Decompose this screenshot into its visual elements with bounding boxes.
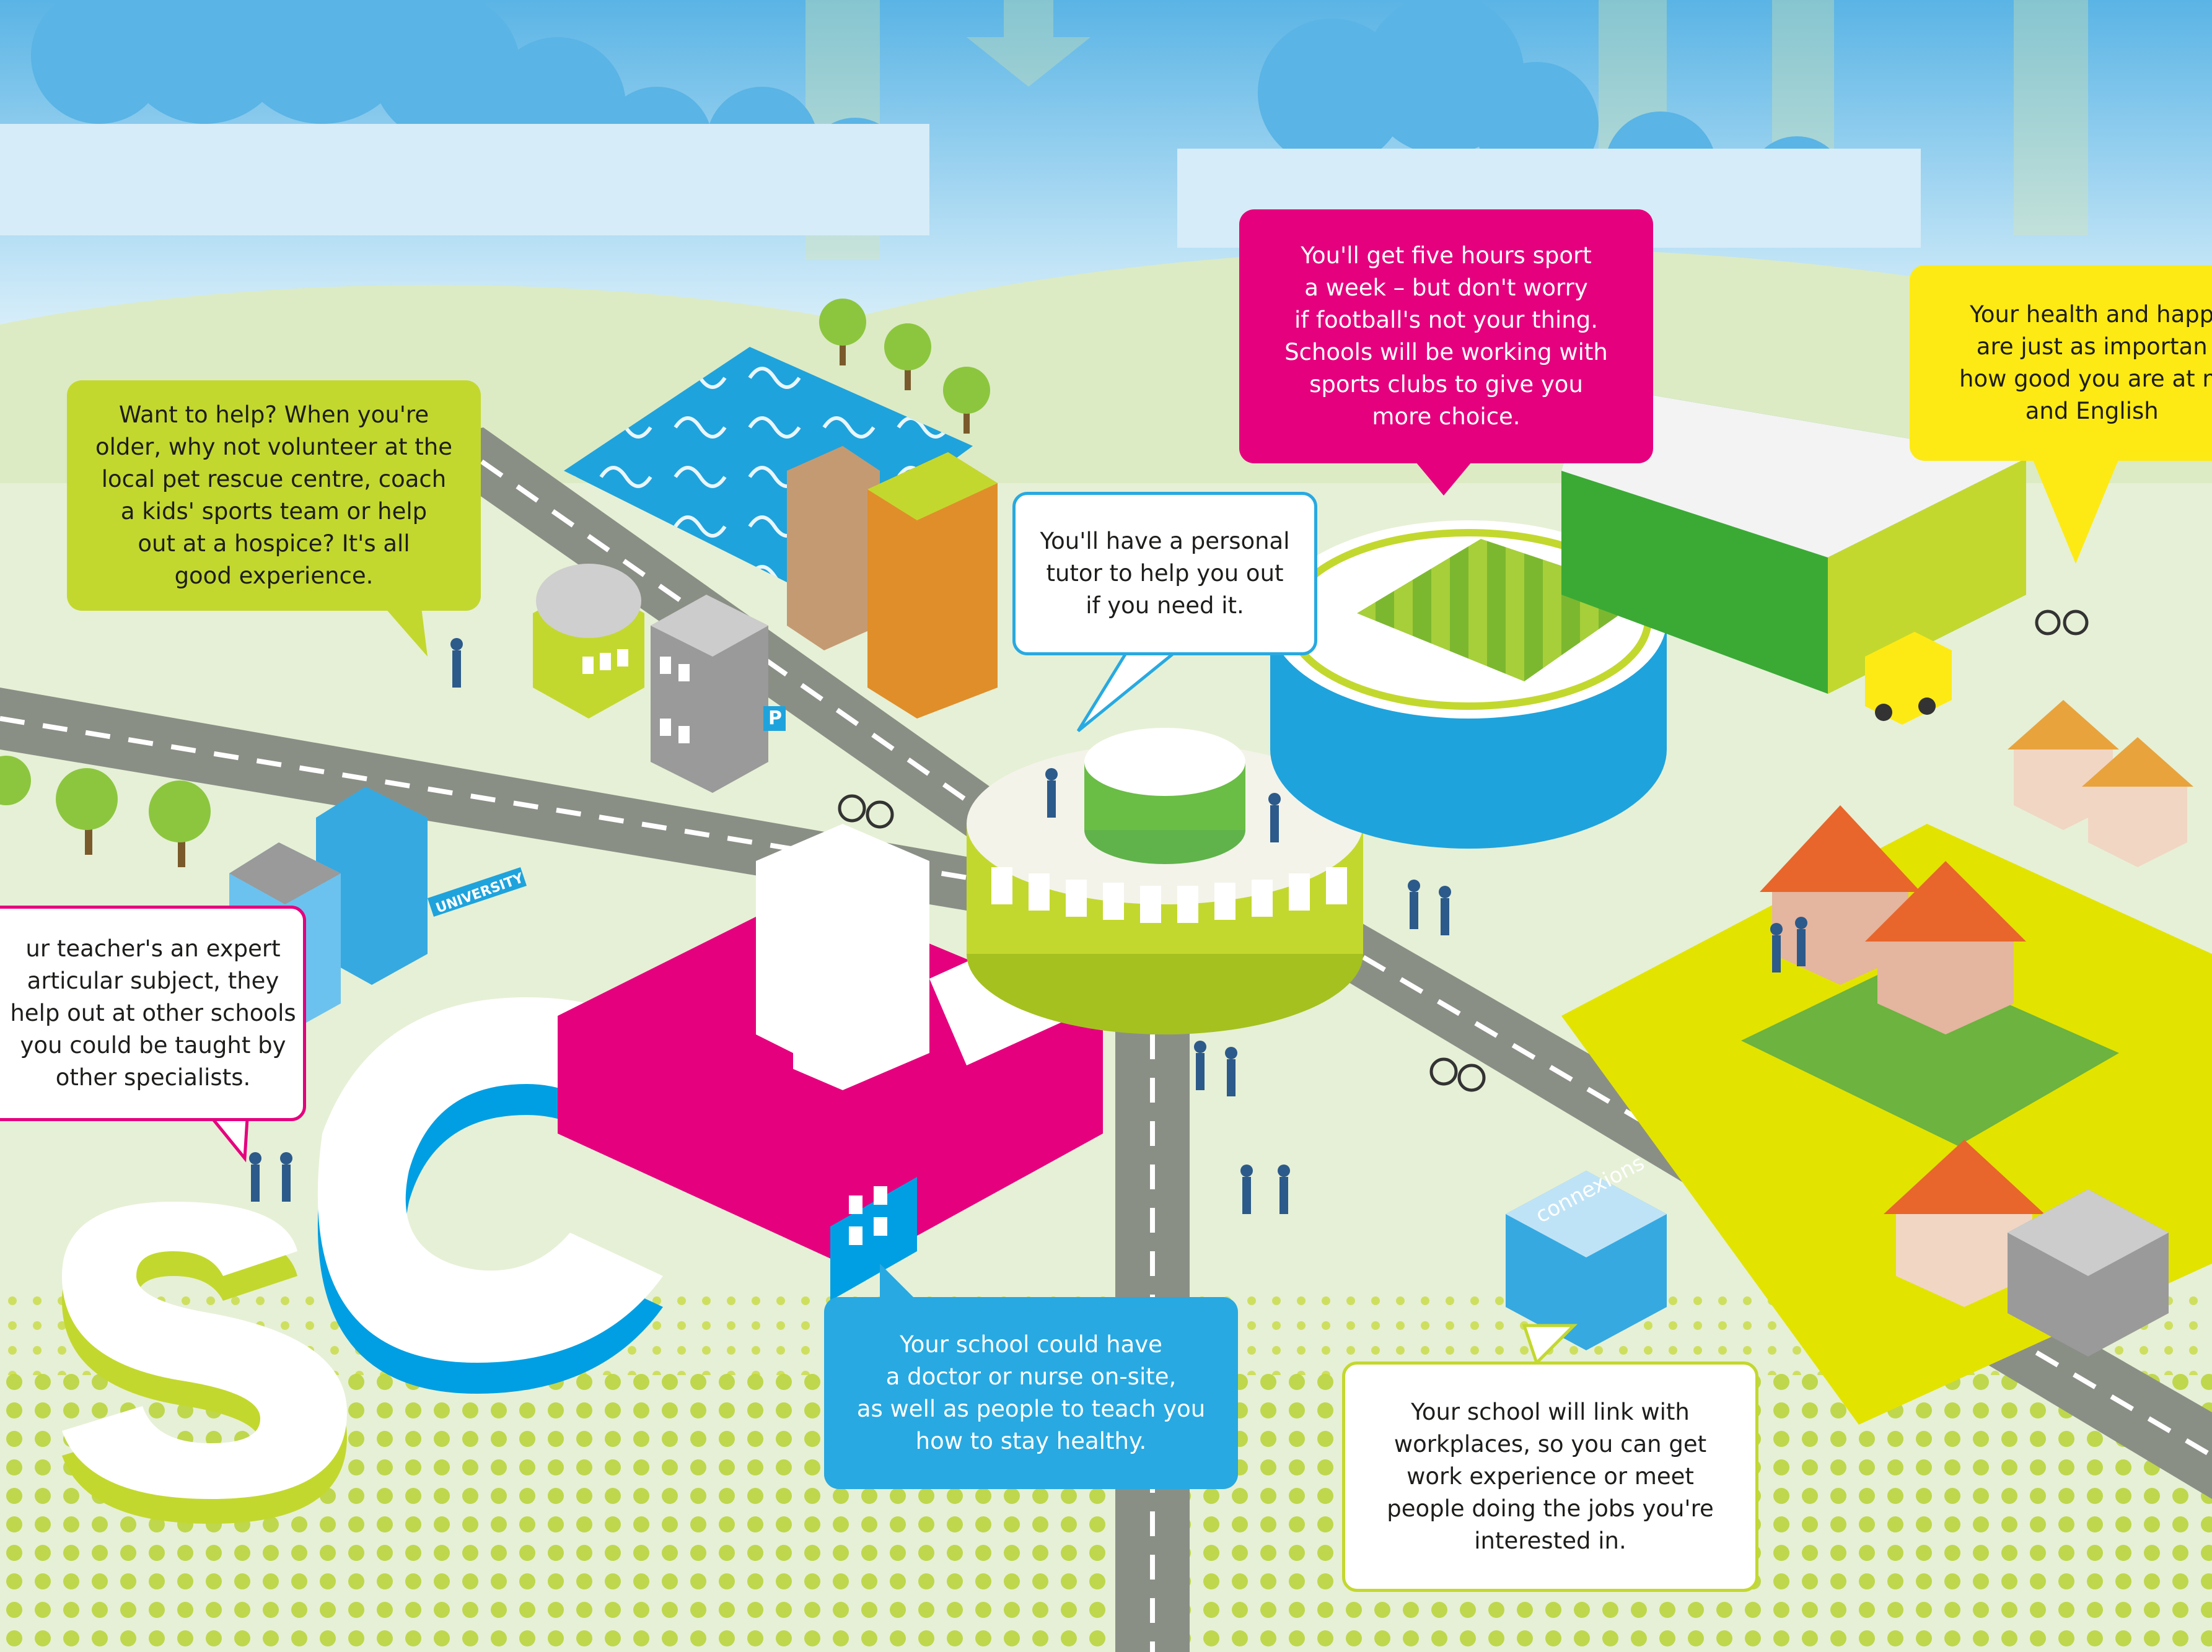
tutor-bubble: You'll have a personal tutor to help you… — [1012, 492, 1317, 655]
building-icon — [787, 446, 998, 719]
forklift-icon — [1865, 632, 1952, 725]
expert-bubble: ur teacher's an expert articular subject… — [0, 906, 306, 1121]
building-icon — [1561, 384, 2026, 694]
workplaces-bubble: Your school will link with workplaces, s… — [1342, 1361, 1758, 1592]
cyclist-icon — [838, 610, 2089, 1092]
building-icon — [2008, 1189, 2169, 1357]
cloud-icon — [31, 0, 1846, 235]
building-icon — [533, 564, 644, 719]
building-icon — [651, 595, 786, 793]
sch-letters — [62, 824, 1103, 1524]
house-icon — [1760, 700, 2193, 1307]
round-school-building — [967, 728, 1363, 1034]
person-icon — [249, 638, 1807, 1214]
health-bubble: Your health and happ are just as importa… — [1910, 265, 2212, 461]
volunteer-bubble: Want to help? When you're older, why not… — [67, 380, 481, 611]
parking-sign: P — [768, 707, 782, 729]
connexions-building — [1506, 1171, 1667, 1350]
sport-bubble: You'll get five hours sport a week – but… — [1239, 209, 1653, 463]
doctor-bubble: Your school could have a doctor or nurse… — [824, 1297, 1238, 1489]
